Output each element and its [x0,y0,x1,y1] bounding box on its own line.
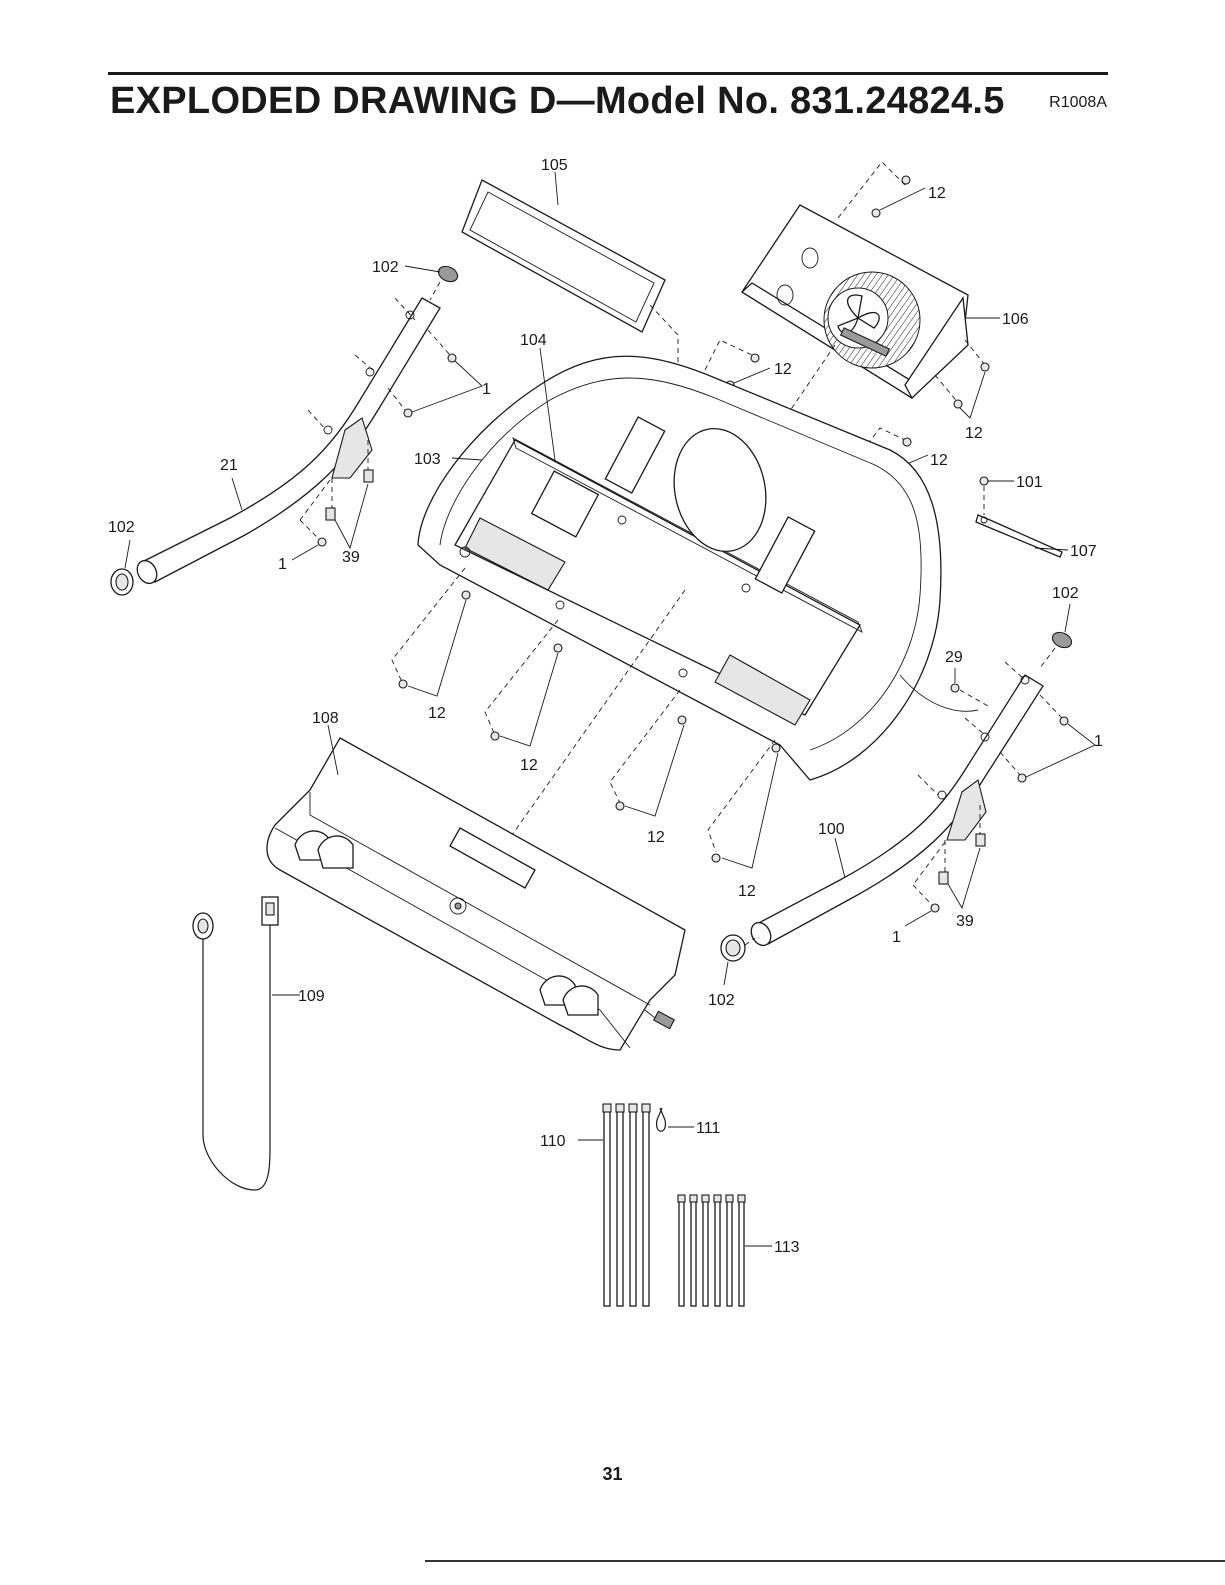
leader-100 [835,838,845,878]
leader-105 [555,172,558,205]
callout-1-a: 1 [482,381,491,398]
leader-21 [232,478,242,510]
part-101-screw [980,477,1014,515]
callout-109: 109 [298,988,325,1005]
callout-12-e: 12 [428,705,446,722]
part-102-endcap-top-right [1040,604,1074,668]
callout-101: 101 [1016,474,1043,491]
callout-1-b: 1 [278,556,287,573]
callout-12-c: 12 [774,361,792,378]
callout-39-b: 39 [956,913,974,930]
callout-102-c: 102 [1052,585,1079,602]
callout-105: 105 [541,157,568,174]
page-number: 31 [0,1464,1225,1485]
callout-12-b: 12 [965,425,983,442]
callout-107: 107 [1070,543,1097,560]
screw-12-fan-top [838,162,925,218]
callout-12-f: 12 [520,757,538,774]
part-105-grille [462,180,665,332]
part-113-small-ties [678,1195,772,1306]
part-108-console-base [267,738,685,1050]
callout-108: 108 [312,710,339,727]
callout-1-c: 1 [1094,733,1103,750]
callout-111: 111 [696,1120,720,1137]
callout-113: 113 [774,1239,800,1256]
part-102-endcap-left [111,540,133,595]
callout-106: 106 [1002,311,1029,328]
callout-102-d: 102 [708,992,735,1009]
callout-12-a: 12 [928,185,946,202]
callout-110: 110 [540,1133,566,1150]
callout-104: 104 [520,332,547,349]
bottom-rule [425,1560,1225,1562]
part-110-cable-ties [578,1104,650,1306]
callout-102-a: 102 [372,259,399,276]
callout-100: 100 [818,821,845,838]
callout-12-d: 12 [930,452,948,469]
part-111-loop [657,1108,694,1131]
screw-12-lower-c [610,690,686,816]
callout-21: 21 [220,457,238,474]
part-102-endcap-lower-right [721,935,755,985]
callout-29: 29 [945,649,963,666]
screw-12-lower-d [708,740,780,868]
callout-103: 103 [414,451,441,468]
part-109-sensor-cable [193,897,300,1190]
callout-12-h: 12 [738,883,756,900]
screw-12-lower-a [392,568,470,696]
part-107-strap [976,515,1068,557]
part-102-endcap-top-left [405,263,460,300]
callout-102-b: 102 [108,519,135,536]
callout-1-d: 1 [892,929,901,946]
callout-12-g: 12 [647,829,665,846]
callout-39-a: 39 [342,549,360,566]
part-21-left-upright [133,298,440,587]
screw-12-lower-b [485,620,562,746]
